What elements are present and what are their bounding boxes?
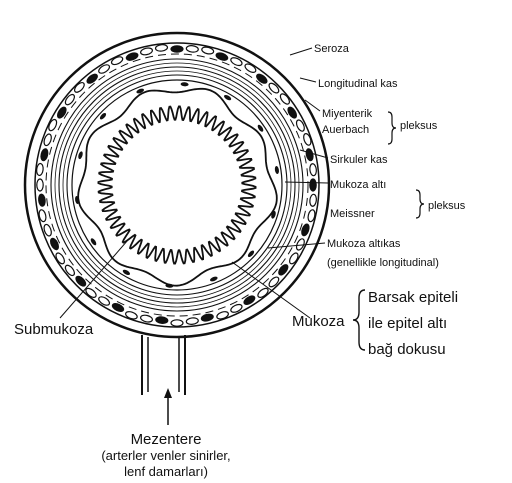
circular-muscle-line xyxy=(51,59,303,311)
circular-muscle-line xyxy=(55,63,299,307)
label-genellikle: (genellikle longitudinal) xyxy=(327,257,439,269)
longitudinal-muscle-cell xyxy=(73,81,86,94)
brace-pleksus-2 xyxy=(416,190,424,218)
leader-sirkuler xyxy=(300,150,328,158)
longitudinal-muscle-cell xyxy=(288,252,300,266)
circular-muscle-line xyxy=(67,75,287,295)
label-pleksus-1: pleksus xyxy=(400,120,438,132)
longitudinal-muscle-cell xyxy=(171,320,183,326)
longitudinal-muscle-cell xyxy=(38,194,46,207)
submucosa-dot xyxy=(274,166,279,175)
longitudinal-muscle-cell xyxy=(47,118,58,132)
longitudinal-muscle-cell xyxy=(216,310,229,320)
label-mezentere-detail-1: (arterler venler sinirler, xyxy=(101,448,230,463)
submucosa-dot xyxy=(209,276,218,283)
longitudinal-muscle-cell xyxy=(125,310,138,320)
brace-mukoza xyxy=(353,290,365,350)
longitudinal-muscle-cell xyxy=(310,179,316,191)
label-mezentere: Mezentere xyxy=(131,431,202,448)
longitudinal-muscle-cell xyxy=(36,163,44,176)
label-bag-dokusu: bağ dokusu xyxy=(368,341,446,358)
label-submukoza: Submukoza xyxy=(14,321,94,338)
longitudinal-muscle-cell xyxy=(171,46,183,52)
longitudinal-muscle-cells xyxy=(36,44,317,326)
mesentery-stalk xyxy=(142,335,185,395)
circular-muscle-line xyxy=(63,71,291,299)
longitudinal-muscle-cell xyxy=(256,287,269,299)
label-mukoza-alti: Mukoza altı xyxy=(330,179,386,191)
longitudinal-muscle-cell xyxy=(279,92,291,105)
serosa-outer-ring xyxy=(25,33,329,337)
myenteric-plexus-ring xyxy=(46,54,308,316)
label-barsak-epiteli: Barsak epiteli xyxy=(368,289,458,306)
label-pleksus-2: pleksus xyxy=(428,200,466,212)
longitudinal-muscle-cell xyxy=(155,44,168,52)
label-mezentere-detail-2: lenf damarları) xyxy=(124,464,208,479)
intestinal-villi-outline xyxy=(98,106,255,263)
leader-seroza xyxy=(290,48,312,55)
label-mukoza-altikas: Mukoza altıkas xyxy=(327,238,401,250)
longitudinal-muscle-cell xyxy=(140,314,153,323)
longitudinal-muscle-cell xyxy=(309,163,317,176)
longitudinal-muscle-cell xyxy=(140,47,153,56)
brace-pleksus-1 xyxy=(388,112,396,144)
longitudinal-muscle-cell xyxy=(186,317,199,325)
mesentery-arrow xyxy=(164,388,172,425)
label-mukoza: Mukoza xyxy=(292,313,345,330)
label-auerbach: Auerbach xyxy=(322,124,369,136)
longitudinal-muscle-cell xyxy=(244,62,258,74)
longitudinal-muscle-cell xyxy=(64,264,76,277)
label-seroza: Seroza xyxy=(314,43,350,55)
label-miyenterik: Miyenterik xyxy=(322,108,373,120)
longitudinal-muscle-cell xyxy=(186,45,199,53)
longitudinal-muscle-cell xyxy=(110,55,124,66)
longitudinal-muscle-cell xyxy=(97,63,111,75)
submucosa-dot xyxy=(77,151,83,160)
label-longitudinal-kas: Longitudinal kas xyxy=(318,78,398,90)
leader-longitudinal xyxy=(300,78,316,82)
label-ile-epitel-alti: ile epitel altı xyxy=(368,315,447,332)
circular-muscle-line xyxy=(59,67,295,303)
longitudinal-muscle-cell xyxy=(155,316,168,324)
longitudinal-muscle-cell xyxy=(40,148,49,161)
longitudinal-muscle-cell xyxy=(305,148,314,161)
longitudinal-muscle-cell xyxy=(267,275,280,288)
longitudinal-muscle-cell xyxy=(302,133,312,146)
longitudinal-muscle-cell xyxy=(201,313,214,322)
label-meissner: Meissner xyxy=(330,208,375,220)
longitudinal-muscle-cell xyxy=(309,194,317,207)
leader-mukoza-alti xyxy=(285,182,328,183)
longitudinal-muscle-cell xyxy=(54,252,66,266)
label-sirkuler-kas: Sirkuler kas xyxy=(330,154,388,166)
longitudinal-muscle-cell xyxy=(37,179,43,191)
submucosa-dot xyxy=(180,82,188,87)
circular-muscle-layer xyxy=(51,59,303,311)
